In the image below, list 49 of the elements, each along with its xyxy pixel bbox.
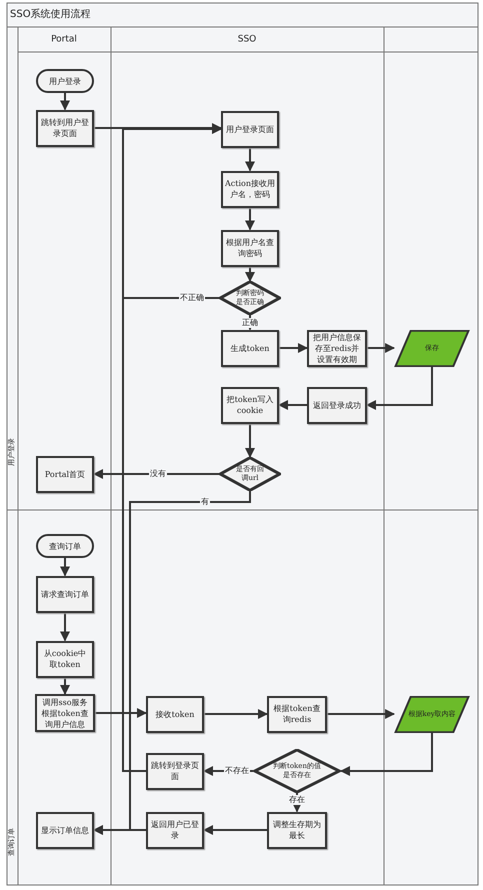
process-box: 返回登录成功 bbox=[307, 386, 367, 424]
arrow bbox=[93, 825, 146, 835]
arrow bbox=[279, 343, 308, 353]
arrow bbox=[340, 732, 433, 776]
process-box: Action接收用户名，密码 bbox=[221, 170, 279, 208]
process-box: 返回用户已登录 bbox=[146, 812, 204, 848]
arrow bbox=[327, 709, 395, 719]
arrow bbox=[60, 558, 70, 576]
arrow bbox=[204, 709, 268, 719]
process-box: 生成token bbox=[221, 330, 279, 366]
edge-label: 存在 bbox=[288, 795, 306, 805]
diagram-title: SSO系统使用流程 bbox=[10, 8, 91, 22]
start-terminal: 用户登录 bbox=[36, 69, 94, 93]
process-box: 调整生存期为最长 bbox=[267, 812, 327, 848]
arrow bbox=[245, 266, 255, 282]
process-box: 请求查询订单 bbox=[36, 576, 94, 612]
edge-label: 有 bbox=[200, 497, 210, 507]
arrow bbox=[245, 208, 255, 230]
process-box: 根据用户名查询密码 bbox=[221, 230, 279, 266]
arrow bbox=[367, 343, 395, 353]
lane-header: SSO bbox=[238, 34, 256, 46]
process-box: 从cookie中取token bbox=[36, 640, 94, 678]
edge-label: 正确 bbox=[241, 318, 259, 328]
process-box: 把用户信息保存至redis并设置有效期 bbox=[307, 330, 367, 366]
arrow bbox=[95, 708, 147, 718]
process-box: Portal首页 bbox=[36, 456, 94, 492]
arrow bbox=[245, 148, 255, 172]
edge-label: 没有 bbox=[149, 469, 167, 479]
arrow bbox=[245, 424, 255, 458]
process-box: 把token写入cookie bbox=[221, 386, 279, 424]
process-box: 用户登录页面 bbox=[221, 110, 279, 148]
arrow bbox=[366, 366, 433, 410]
edge-label: 不存在 bbox=[224, 766, 250, 776]
process-box: 跳转到用户登录页面 bbox=[36, 110, 94, 146]
edge-label: 不正确 bbox=[179, 293, 205, 303]
arrow bbox=[278, 400, 307, 410]
arrow bbox=[93, 469, 219, 479]
process-box: 根据token查询redis bbox=[267, 696, 327, 732]
arrow bbox=[292, 793, 302, 812]
arrow bbox=[60, 93, 70, 110]
arrow bbox=[203, 825, 267, 835]
arrow bbox=[60, 678, 70, 695]
process-box: 显示订单信息 bbox=[36, 812, 94, 848]
process-box: 接收token bbox=[146, 696, 204, 732]
arrow bbox=[60, 612, 70, 642]
lane-header: Portal bbox=[51, 34, 77, 46]
process-box: 调用sso服务根据token查询用户信息 bbox=[35, 694, 95, 732]
start-terminal: 查询订单 bbox=[36, 534, 94, 558]
process-box: 跳转到登录页面 bbox=[146, 752, 204, 790]
